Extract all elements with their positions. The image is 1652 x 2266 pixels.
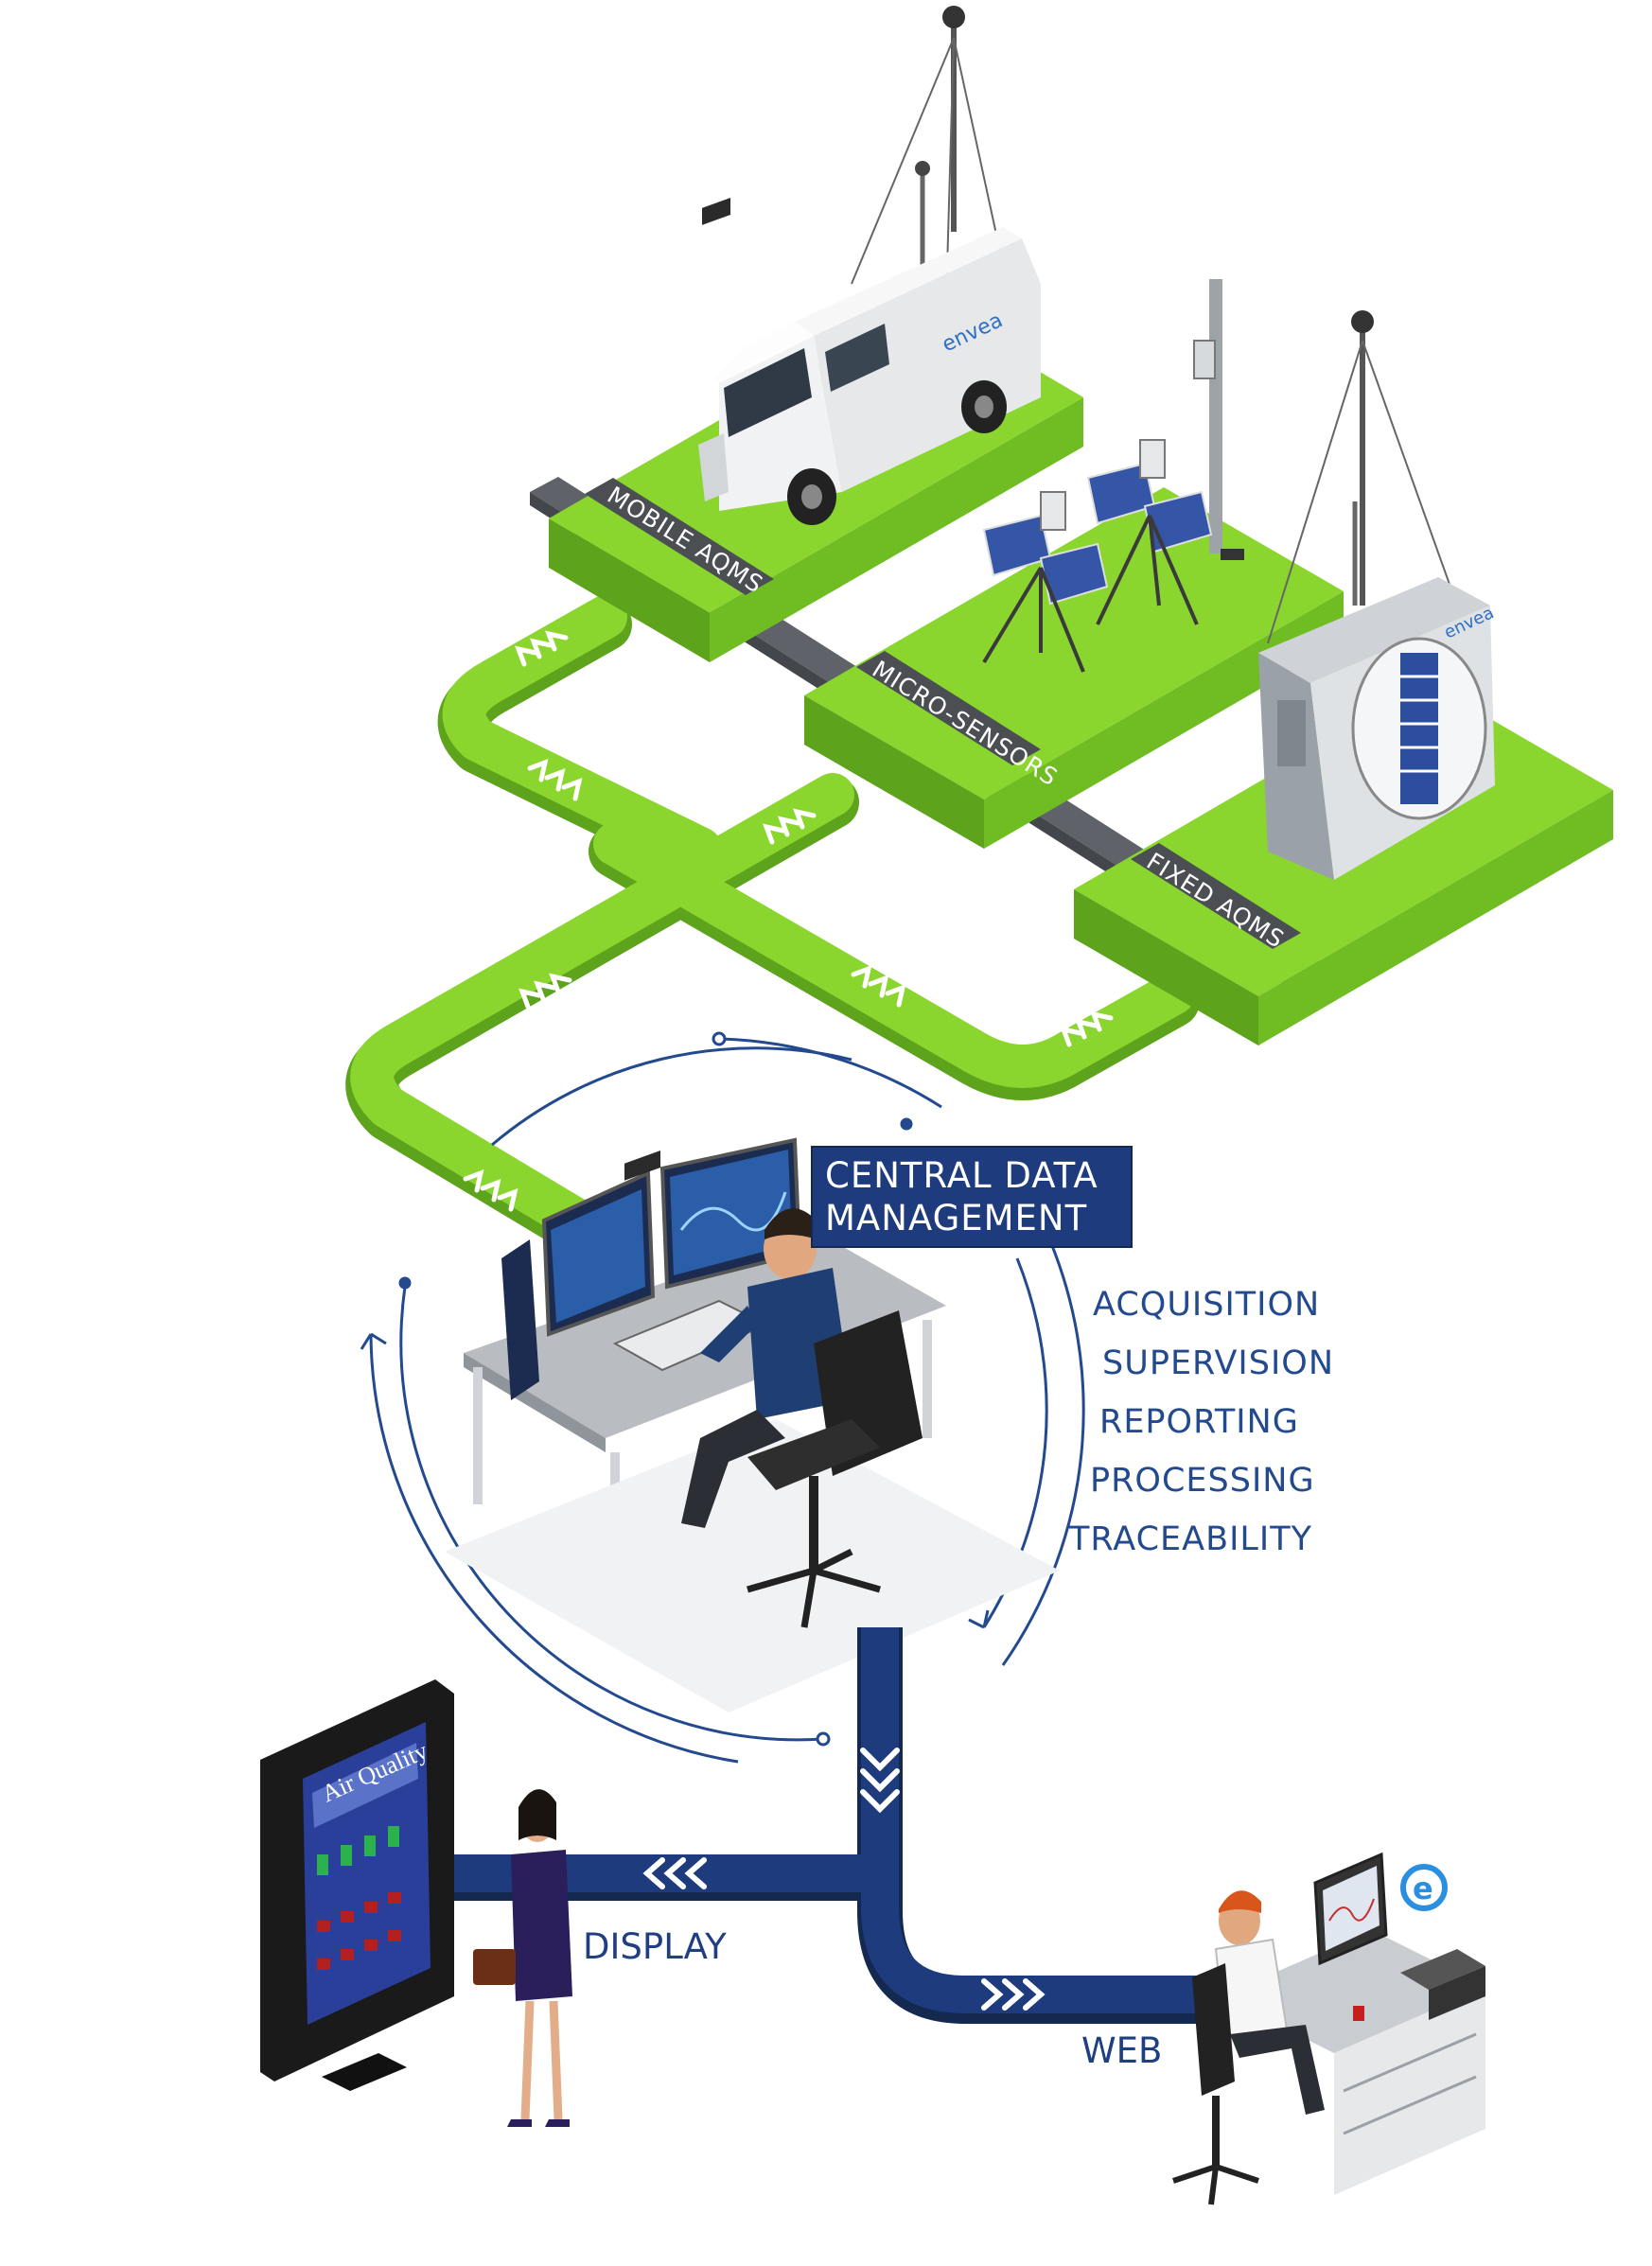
green-flow-chevrons bbox=[463, 630, 1114, 1212]
green-data-links bbox=[345, 595, 1200, 1255]
micro-sensor-solar-stands bbox=[982, 279, 1244, 673]
central-title-line1: CENTRAL DATA bbox=[825, 1155, 1098, 1196]
label-display: DISPLAY bbox=[583, 1926, 727, 1967]
navy-flow-chevrons bbox=[642, 1748, 1046, 2011]
air-quality-display-board: Air Quality bbox=[260, 1679, 454, 2091]
central-title-line2: MANAGEMENT bbox=[825, 1198, 1087, 1238]
svg-text:e: e bbox=[1413, 1871, 1433, 1906]
function-supervision: SUPERVISION bbox=[1102, 1344, 1334, 1382]
fixed-monitoring-station: envea bbox=[1258, 310, 1497, 880]
function-traceability: TRACEABILITY bbox=[1068, 1520, 1312, 1558]
function-reporting: REPORTING bbox=[1099, 1403, 1299, 1441]
central-operator-workstation bbox=[445, 1137, 1060, 1713]
internet-explorer-icon: e bbox=[1400, 1864, 1448, 1911]
function-acquisition: ACQUISITION bbox=[1093, 1286, 1320, 1324]
mobile-monitoring-van: envea bbox=[698, 6, 1041, 525]
function-processing: PROCESSING bbox=[1090, 1462, 1315, 1500]
navy-output-links bbox=[445, 1627, 1239, 2024]
web-user-workstation: e bbox=[1172, 1852, 1485, 2205]
central-data-management-label: CENTRAL DATA MANAGEMENT bbox=[811, 1146, 1133, 1248]
label-web: WEB bbox=[1081, 2030, 1162, 2071]
function-list: ACQUISITION SUPERVISION REPORTING PROCES… bbox=[1068, 1286, 1334, 1558]
platform-micro bbox=[804, 487, 1344, 849]
visitor-woman bbox=[473, 1789, 572, 2127]
